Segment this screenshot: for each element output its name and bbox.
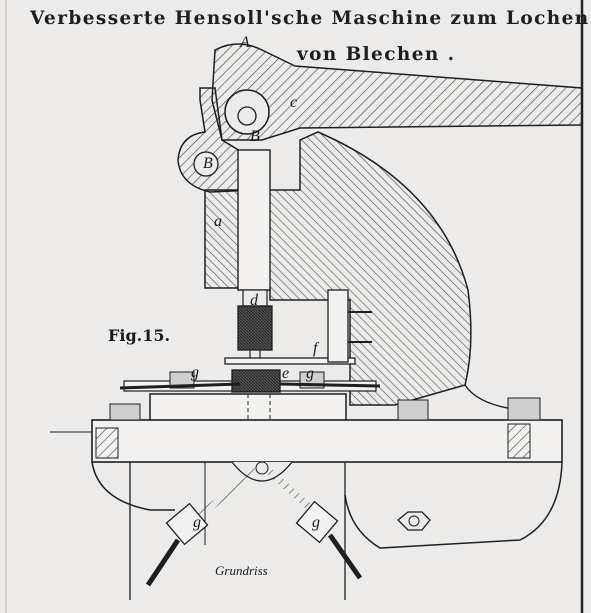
label-c: c [290,94,298,111]
bolt-right [279,382,381,388]
label-B-1: B [250,128,260,145]
label-g-4: g [312,514,320,531]
label-B-2: B [203,155,213,172]
label-g-2: g [306,365,314,382]
hook-bracket [177,87,256,193]
label-f: f [313,340,318,357]
plan-caption: Grundriss [215,563,268,578]
lever-arm [211,43,583,141]
label-g-1: g [191,364,199,381]
label-e: e [282,365,290,382]
plunger [237,149,273,363]
plan-view [129,461,363,600]
title-line-2: von Blechen . [297,44,456,65]
bolt-left [119,382,241,390]
stripper-plate [224,289,372,365]
label-g-3: g [193,514,201,531]
bed-plate [91,397,563,549]
label-A: A [240,34,250,51]
label-a: a [214,213,222,230]
title-line-1: Verbesserte Hensoll'sche Maschine zum Lo… [30,8,590,29]
label-d: d [250,292,258,309]
figure-label: Fig.15. [108,326,171,345]
